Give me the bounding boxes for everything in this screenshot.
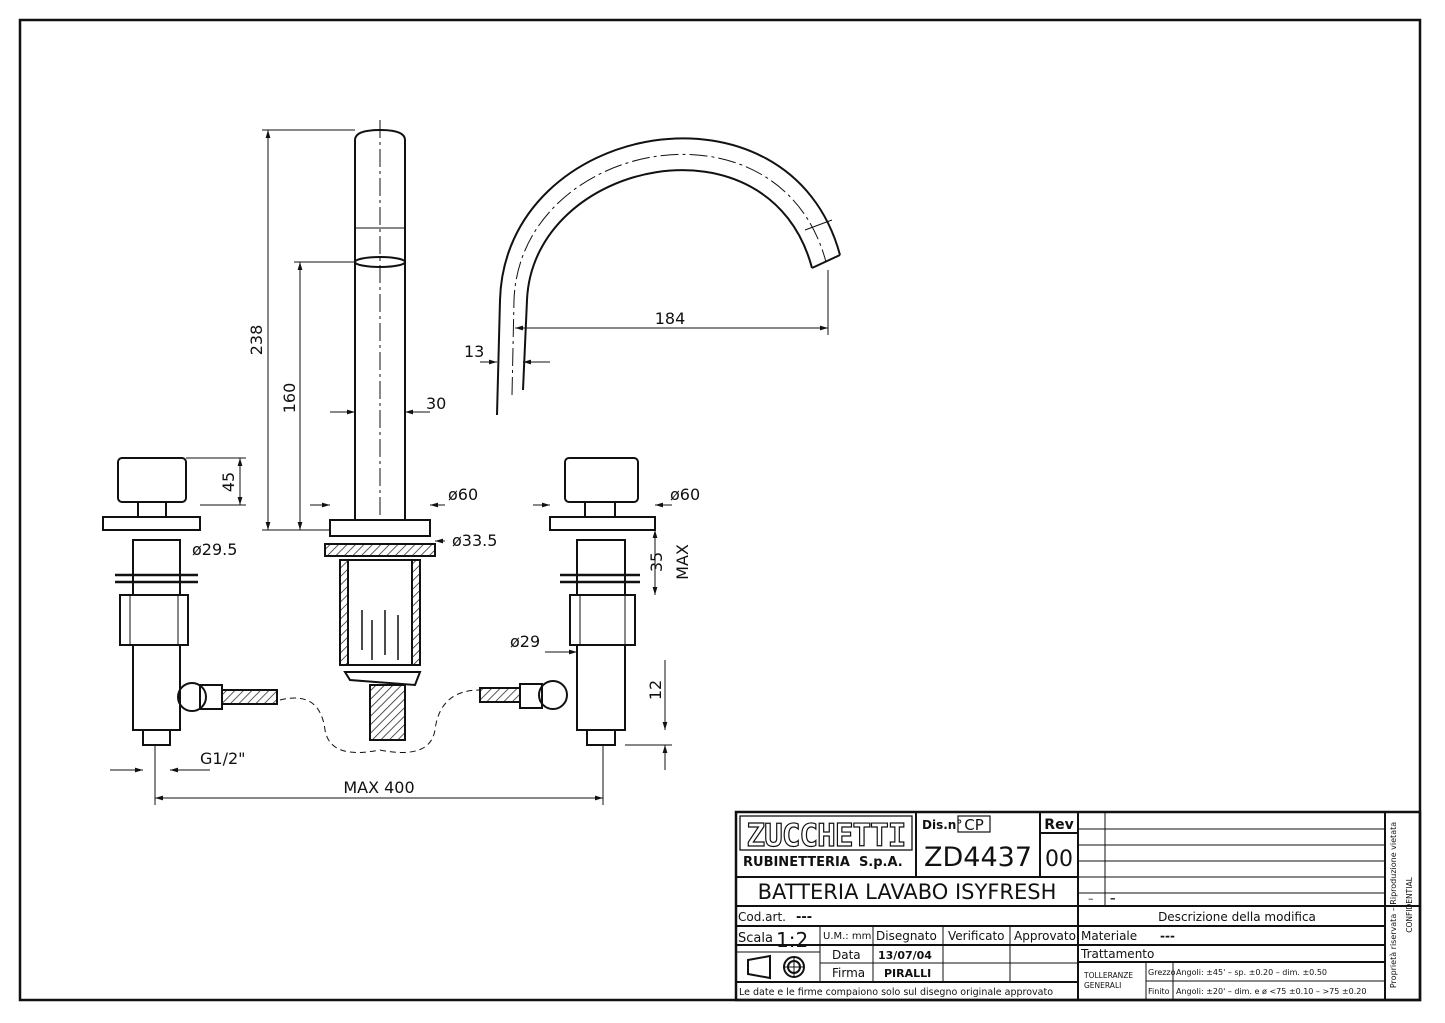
dim-max: MAX (673, 544, 692, 580)
material-label: Materiale (1081, 929, 1137, 943)
spout-column (279, 120, 481, 753)
finish-label: Finito (1148, 987, 1170, 996)
dim-160: 160 (280, 383, 299, 414)
finish-values: Angoli: ±20' – dim. e ø <75 ±0.10 – >75 … (1176, 987, 1366, 996)
curved-spout (496, 137, 841, 416)
right-handle (479, 457, 656, 746)
cod-art-value: --- (796, 910, 812, 925)
dimension-labels: 238 160 30 45 ø29.5 ø60 ø33.5 ø60 35 MAX… (192, 309, 700, 797)
dim-60-center: ø60 (448, 485, 478, 504)
rev-number: 00 (1045, 847, 1073, 872)
tolerance-label-2: GENERALI (1084, 981, 1121, 990)
signature-value: PIRALLI (884, 967, 931, 980)
treatment-label: Trattamento (1080, 947, 1154, 961)
dim-60-right: ø60 (670, 485, 700, 504)
rev-row-b: – (1110, 892, 1116, 905)
company-name: RUBINETTERIA S.p.A. (743, 855, 903, 870)
date-value: 13/07/04 (878, 949, 932, 962)
dim-33-5: ø33.5 (452, 531, 497, 550)
drawing-prefix: CP (964, 816, 984, 834)
left-handle (102, 457, 278, 746)
dim-30: 30 (426, 394, 446, 413)
drawing-title: BATTERIA LAVABO ISYFRESH (758, 880, 1057, 904)
modification-label: Descrizione della modifica (1158, 910, 1316, 924)
zucchetti-logo: ZUCCHETTI (739, 815, 913, 855)
tolerance-label-1: TOLLERANZE (1083, 971, 1133, 980)
dimension-lines (110, 129, 829, 805)
scale-value: 1:2 (776, 928, 808, 952)
svg-text:ZUCCHETTI: ZUCCHETTI (747, 818, 906, 854)
dim-35: 35 (647, 552, 666, 572)
dim-thread: G1/2" (200, 749, 246, 768)
dim-12: 12 (646, 680, 665, 700)
approval-note: Le date e le firme compaiono solo sul di… (739, 987, 1053, 998)
dim-184: 184 (655, 309, 686, 328)
drawn-label: Disegnato (876, 929, 937, 943)
signature-label: Firma (832, 966, 865, 980)
dim-max-400: MAX 400 (343, 778, 414, 797)
dim-238: 238 (247, 325, 266, 356)
units-label: U.M.: mm (823, 931, 871, 942)
dim-29: ø29 (510, 632, 540, 651)
approved-label: Approvato (1014, 929, 1076, 943)
drawing-number: ZD4437 (924, 842, 1032, 873)
drawing-no-label: Dis.n° (922, 818, 962, 832)
rev-label: Rev (1044, 817, 1073, 833)
confidential-label: CONFIDENTIAL (1405, 876, 1414, 932)
drawing-frame (18, 18, 1422, 1002)
date-label: Data (832, 948, 861, 962)
material-value: --- (1160, 929, 1175, 943)
rev-row-a: – (1088, 892, 1094, 905)
dim-45: 45 (219, 472, 238, 492)
dim-13: 13 (464, 342, 484, 361)
scale-label: Scala (738, 931, 773, 946)
property-note: Proprietà riservata – Riproduzione vieta… (1389, 822, 1398, 988)
dim-29-5: ø29.5 (192, 540, 237, 559)
checked-label: Verificato (948, 929, 1004, 943)
title-block: ZUCCHETTI (734, 810, 1422, 1002)
projection-symbol-icon (747, 954, 805, 980)
faucet-drawing (102, 120, 841, 805)
rough-label: Grezzo (1148, 968, 1176, 977)
cod-art-label: Cod.art. (738, 910, 786, 924)
title-block-text: RUBINETTERIA S.p.A. Dis.n° CP ZD4437 Rev… (738, 816, 1414, 998)
rough-values: Angoli: ±45' – sp. ±0.20 – dim. ±0.50 (1176, 968, 1327, 977)
